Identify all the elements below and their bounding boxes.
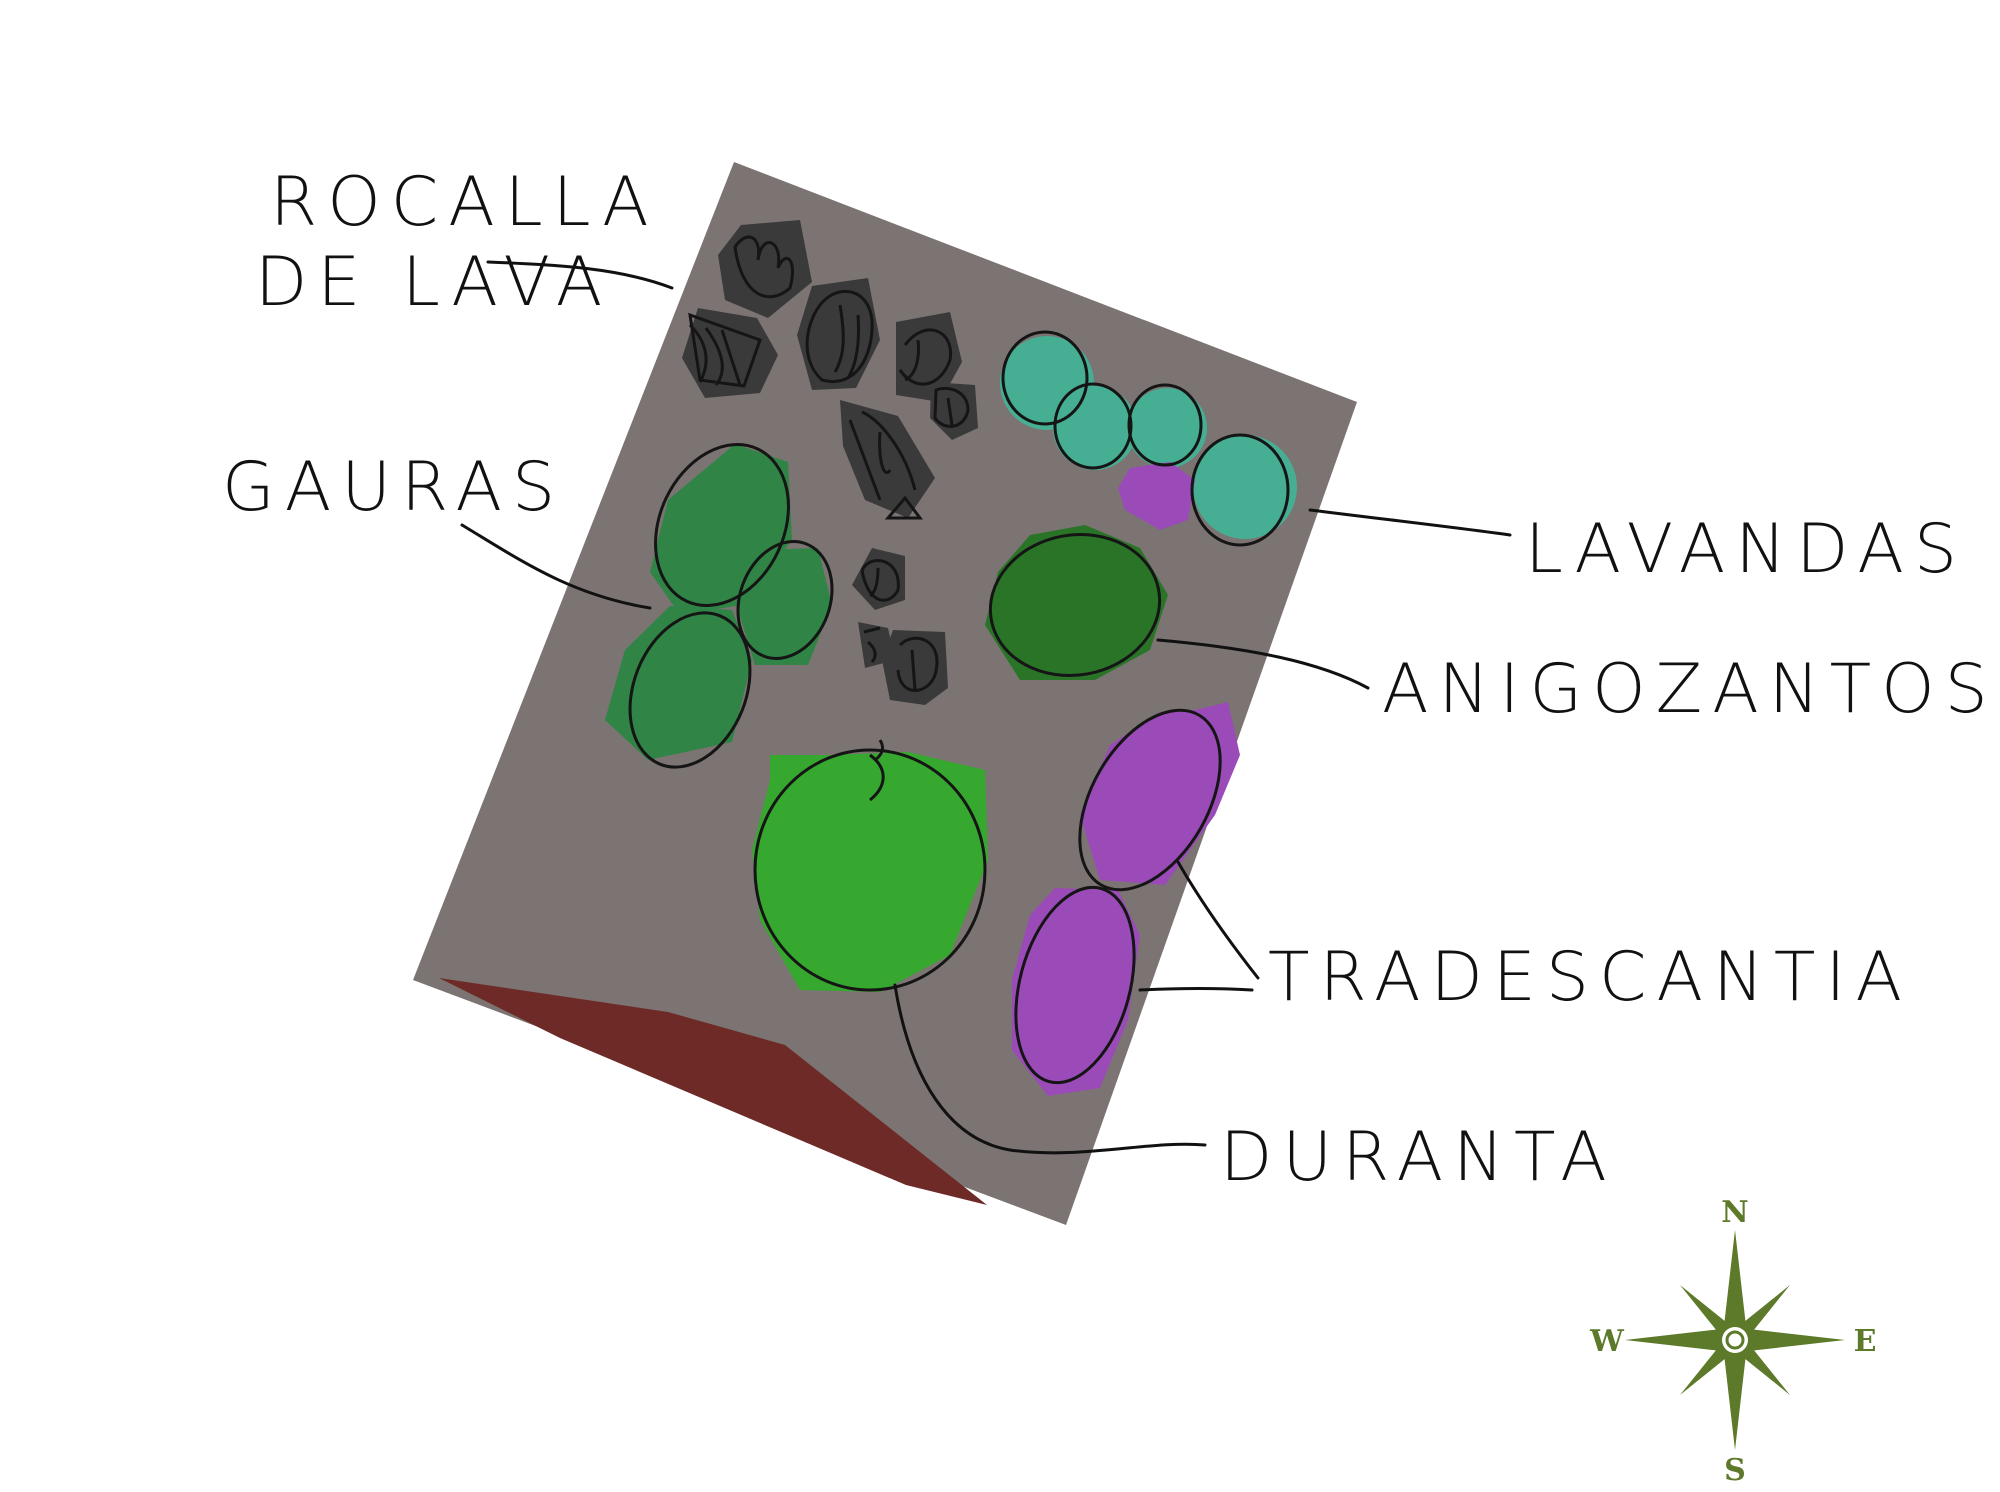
label-tradescantia: TRADESCANTIA xyxy=(1268,938,1912,1017)
lava-rock xyxy=(718,220,812,318)
lavender-group xyxy=(1000,336,1297,539)
duranta-outline-mark xyxy=(869,739,885,802)
leader-rocalla xyxy=(486,260,674,290)
compass-south-label: S xyxy=(1724,1453,1746,1488)
anigozanthos-plant xyxy=(985,525,1168,680)
leader-lines xyxy=(460,260,1512,1155)
leader-lavandas xyxy=(1308,508,1512,537)
duranta-outline xyxy=(753,748,987,992)
compass-nw-point xyxy=(1680,1285,1731,1336)
gaura-group xyxy=(605,444,832,760)
duranta-plant xyxy=(752,752,988,992)
lava-rock xyxy=(840,400,935,518)
brick-border xyxy=(439,978,987,1205)
leader-gauras xyxy=(460,523,652,610)
compass-north-label: N xyxy=(1721,1195,1748,1230)
compass-west-label: W xyxy=(1589,1324,1625,1359)
leader-duranta xyxy=(893,983,1207,1155)
compass-sw-point xyxy=(1680,1344,1731,1395)
compass-se-point xyxy=(1739,1344,1790,1395)
label-duranta: DURANTA xyxy=(1220,1118,1617,1197)
lavender-plant xyxy=(1127,388,1207,468)
lava-rock xyxy=(896,312,962,402)
lava-rock xyxy=(882,630,948,705)
leader-tradescantia-1 xyxy=(1176,860,1260,980)
label-anigozantos: ANIGOZANTOS xyxy=(1382,650,1998,729)
compass-south-point xyxy=(1724,1354,1746,1450)
lavender-plant xyxy=(1193,435,1297,539)
leader-tradescantia-2 xyxy=(1138,987,1254,992)
compass-rose-icon: N S E W xyxy=(1589,1195,1876,1488)
lavender-outlines xyxy=(1001,330,1290,547)
leader-anigozantos xyxy=(1156,638,1370,690)
label-rocalla-line2: DE LAVA xyxy=(255,243,612,322)
gaura-plant xyxy=(605,606,752,760)
compass-east-point xyxy=(1749,1329,1845,1351)
compass-ne-point xyxy=(1739,1285,1790,1336)
compass-north-point xyxy=(1724,1230,1746,1326)
tradescantia-small xyxy=(1118,462,1195,530)
tradescantia-plant xyxy=(1080,702,1240,885)
anigozanthos-outline xyxy=(988,533,1162,677)
label-lavandas: LAVANDAS xyxy=(1525,510,1967,589)
tradescantia-outlines xyxy=(1014,708,1222,1085)
lava-rock-sketch xyxy=(688,235,970,692)
compass-center xyxy=(1725,1330,1745,1350)
compass-west-point xyxy=(1625,1329,1721,1351)
compass-east-label: E xyxy=(1854,1324,1877,1359)
label-rocalla-line1: ROCALLA xyxy=(270,163,659,242)
lavender-plant xyxy=(1053,386,1137,470)
label-gauras: GAURAS xyxy=(222,448,565,527)
gaura-outlines xyxy=(628,442,834,769)
